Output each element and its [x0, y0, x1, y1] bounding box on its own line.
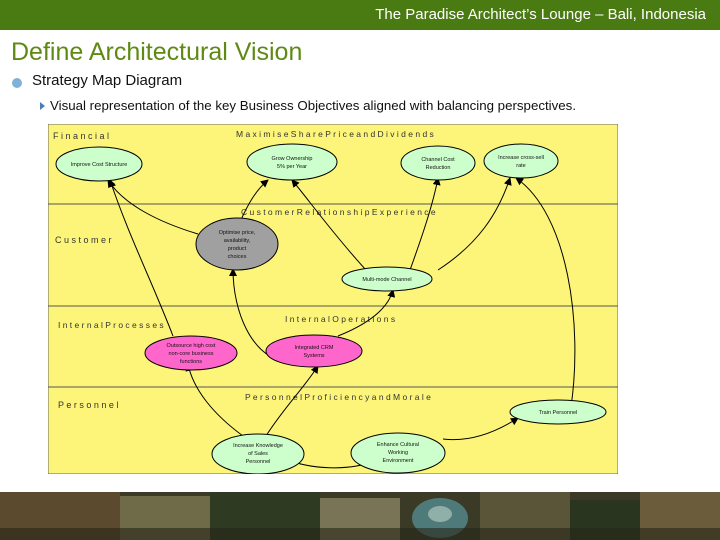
node-train-line: Train Personnel [539, 410, 578, 416]
node-crosssell-line: Increase cross-sell [498, 155, 544, 161]
node-multi-mode-channel: Multi-mode Channel [341, 266, 433, 292]
node-channel-cost-line: Reduction [426, 165, 451, 171]
edge-multimode-to-crosssell [437, 177, 512, 271]
lane-heading-internal: I n t e r n a l O p e r a t i o n s [285, 314, 395, 324]
node-optimise-line: availability, [224, 238, 251, 244]
edge-cultural-to-train [442, 417, 519, 441]
node-cultural-line: Enhance Cultural [377, 442, 419, 448]
node-crm-line: Integrated CRM [295, 345, 334, 351]
node-grow-line: Grow Ownership [272, 156, 313, 162]
node-knowledge-line: Personnel [246, 459, 271, 465]
node-channel-cost-line: Channel Cost [421, 157, 455, 163]
node-multimode-line: Multi-mode Channel [362, 277, 411, 283]
header-title: The Paradise Architect’s Lounge – Bali, … [375, 6, 706, 23]
node-cultural-line: Working [388, 450, 408, 456]
edge-knowledge-to-crm [265, 365, 319, 437]
node-enhance-cultural: Enhance Cultural Working Environment [350, 432, 446, 474]
node-increase-knowledge: Increase Knowledge of Sales Personnel [211, 433, 305, 474]
edge-train-to-crosssell [515, 177, 576, 408]
edge-multimode-to-channel-cost [409, 177, 441, 271]
strategy-map-diagram: F i n a n c i a l M a x i m i s e S h a … [48, 124, 618, 474]
node-channel-cost-reduction: Channel Cost Reduction [400, 145, 476, 181]
node-optimise-line: product [228, 246, 247, 252]
lane-label-internal: I n t e r n a l P r o c e s s e s [58, 320, 164, 330]
slide-title: Define Architectural Vision [11, 38, 303, 66]
node-cultural-line: Environment [383, 458, 414, 464]
node-crosssell-line: rate [516, 163, 525, 169]
edge-crm-to-multimode [337, 289, 396, 337]
node-outsource-functions: Outsource high cost non-core business fu… [144, 335, 238, 371]
node-grow-line: 5% per Year [277, 164, 307, 170]
lane-label-financial: F i n a n c i a l [53, 131, 109, 141]
node-optimise-price: Optimise price, availability, product ch… [195, 217, 279, 271]
node-optimise-line: choices [228, 254, 247, 260]
node-improve-cost-structure: Improve Cost Structure [55, 146, 143, 182]
node-train-personnel: Train Personnel [509, 399, 607, 425]
lane-heading-customer: C u s t o m e r R e l a t i o n s h i p … [241, 207, 436, 217]
node-integrated-crm: Integrated CRM Systems [265, 334, 363, 368]
node-outsource-line: non-core business [169, 351, 214, 357]
edge-knowledge-to-outsource [185, 363, 244, 437]
header-bar: The Paradise Architect’s Lounge – Bali, … [0, 0, 720, 30]
bullet-dot-icon [12, 78, 22, 88]
edge-multimode-to-grow [291, 179, 367, 271]
edge-outsource-to-cost [108, 179, 174, 337]
node-optimise-line: Optimise price, [219, 230, 256, 236]
node-crm-line: Systems [303, 353, 324, 359]
footer-photo-strip [0, 492, 720, 540]
sub-bullet-arrow-icon [40, 102, 45, 110]
node-increase-cross-sell: Increase cross-sell rate [483, 143, 559, 179]
lane-label-personnel: P e r s o n n e l [58, 400, 118, 410]
node-outsource-line: Outsource high cost [167, 343, 216, 349]
lane-heading-financial: M a x i m i s e S h a r e P r i c e a n … [236, 129, 434, 139]
sub-bullet-text: Visual representation of the key Busines… [50, 98, 577, 113]
lane-label-customer: C u s t o m e r [55, 235, 112, 245]
edge-optimise-to-grow [239, 179, 269, 223]
node-knowledge-line: of Sales [248, 451, 268, 457]
bullet-text: Strategy Map Diagram [32, 72, 183, 89]
node-knowledge-line: Increase Knowledge [233, 443, 283, 449]
node-outsource-line: functions [180, 359, 202, 365]
node-cost-line: Improve Cost Structure [71, 162, 128, 168]
lane-heading-personnel: P e r s o n n e l P r o f i c i e n c y … [245, 392, 431, 402]
node-grow-ownership: Grow Ownership 5% per Year [246, 143, 338, 181]
